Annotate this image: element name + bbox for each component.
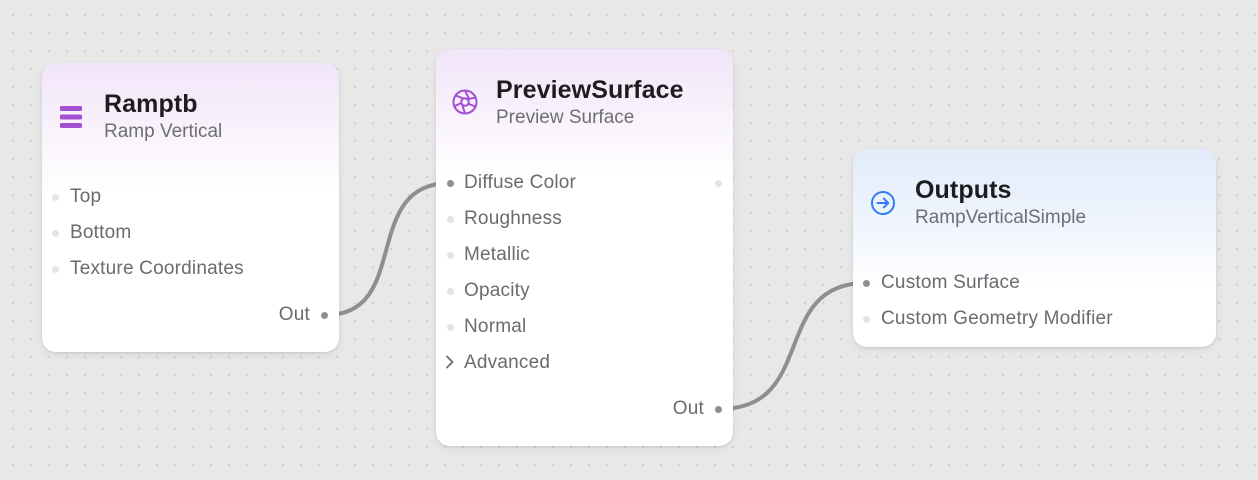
input-label-roughness: Roughness — [464, 208, 562, 229]
connection-preview-out-to-custom-surface[interactable] — [718, 281, 868, 411]
input-port-opacity[interactable] — [447, 288, 454, 295]
arrow-circle-icon — [871, 191, 895, 215]
diffuse-color-output-port[interactable] — [715, 180, 722, 187]
input-port-custom-surface[interactable] — [863, 280, 870, 287]
input-label-texture-coordinates: Texture Coordinates — [70, 258, 244, 279]
input-label-custom-geometry-modifier: Custom Geometry Modifier — [881, 308, 1113, 329]
input-port-custom-geometry-modifier[interactable] — [863, 316, 870, 323]
node-subtitle: Ramp Vertical — [104, 121, 223, 142]
output-port-out[interactable] — [715, 406, 722, 413]
input-port-bottom[interactable] — [52, 230, 59, 237]
node-ramptb[interactable]: Ramptb Ramp Vertical Top Bottom Texture … — [42, 63, 339, 352]
chevron-right-icon[interactable] — [445, 355, 455, 369]
input-label-top: Top — [70, 186, 102, 207]
node-preview-surface[interactable]: PreviewSurface Preview Surface Diffuse C… — [436, 49, 733, 446]
node-title: Outputs — [915, 176, 1012, 204]
input-port-texture-coordinates[interactable] — [52, 266, 59, 273]
input-port-top[interactable] — [52, 194, 59, 201]
node-title: PreviewSurface — [496, 76, 684, 104]
aperture-icon — [452, 89, 478, 115]
node-subtitle: RampVerticalSimple — [915, 207, 1087, 228]
input-label-diffuse-color: Diffuse Color — [464, 172, 577, 193]
output-label-out: Out — [672, 398, 704, 419]
input-port-normal[interactable] — [447, 324, 454, 331]
input-port-metallic[interactable] — [447, 252, 454, 259]
output-label-out: Out — [278, 304, 310, 325]
connection-ramp-out-to-diffuse[interactable] — [324, 181, 452, 317]
output-port-out[interactable] — [321, 312, 328, 319]
advanced-disclosure[interactable]: Advanced — [464, 352, 551, 373]
input-label-custom-surface: Custom Surface — [881, 272, 1021, 293]
input-port-roughness[interactable] — [447, 216, 454, 223]
node-subtitle: Preview Surface — [496, 107, 635, 128]
input-label-bottom: Bottom — [70, 222, 132, 243]
node-outputs[interactable]: Outputs RampVerticalSimple Custom Surfac… — [853, 149, 1216, 347]
list-icon — [60, 106, 82, 128]
input-label-opacity: Opacity — [464, 280, 530, 301]
node-title: Ramptb — [104, 90, 198, 118]
input-label-normal: Normal — [464, 316, 527, 337]
input-port-diffuse-color[interactable] — [447, 180, 454, 187]
input-label-metallic: Metallic — [464, 244, 531, 265]
